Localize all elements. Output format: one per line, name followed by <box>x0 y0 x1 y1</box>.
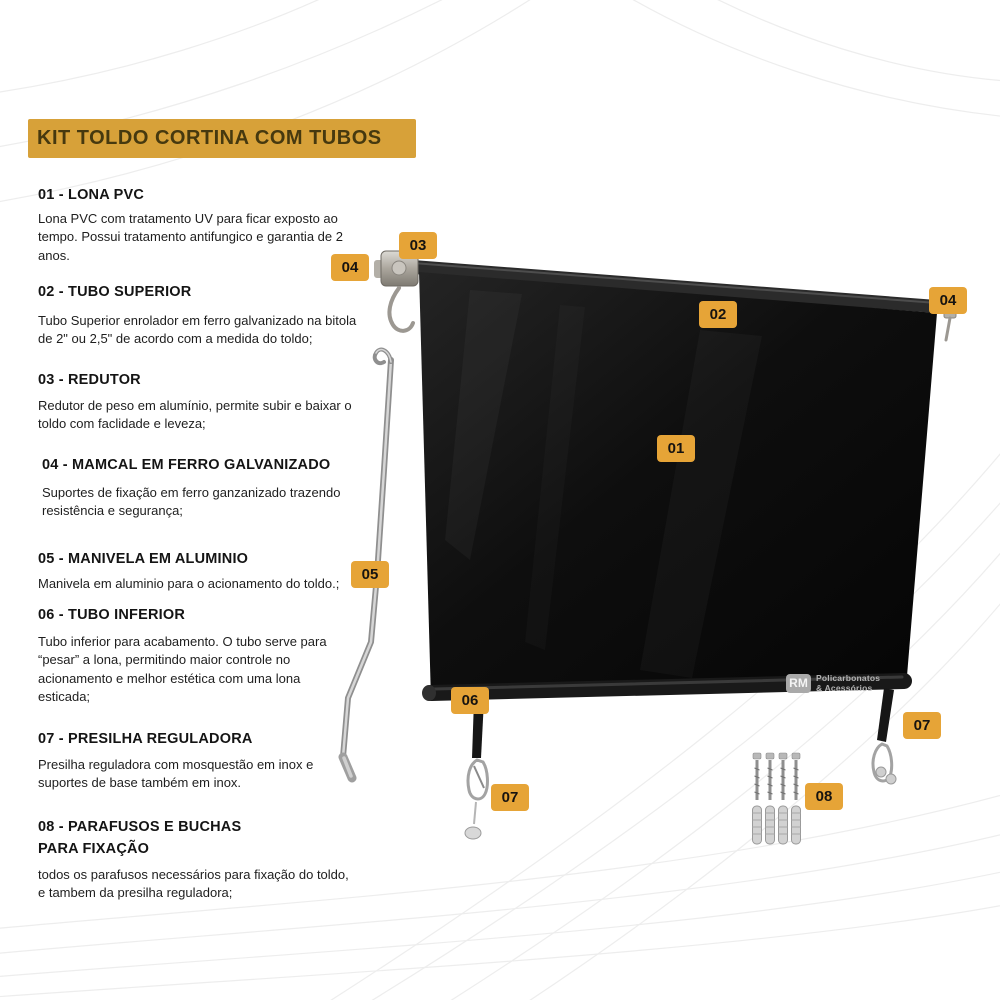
brand-watermark: RM Policarbonatos & Acessórios <box>786 673 880 693</box>
part-heading-01: 01 - LONA PVC <box>38 187 144 203</box>
part-body-02: Tubo Superior enrolador em ferro galvani… <box>38 313 357 347</box>
part-description-04: 04 - MAMCAL EM FERRO GALVANIZADO Suporte… <box>38 457 368 521</box>
part-heading-02: 02 - TUBO SUPERIOR <box>38 284 192 300</box>
part-body-03: Redutor de peso em alumínio, permite sub… <box>38 398 352 432</box>
part-description-02: 02 - TUBO SUPERIOR Tubo Superior enrolad… <box>38 284 368 349</box>
diagram-badge-08: 08 <box>805 783 843 810</box>
part-heading-07: 07 - PRESILHA REGULADORA <box>38 731 253 747</box>
part-description-05: 05 - MANIVELA EM ALUMINIO Manivela em al… <box>38 551 368 593</box>
tarp-icon <box>419 272 937 700</box>
diagram-badge-03: 03 <box>399 232 437 259</box>
screws-anchors-icon <box>752 752 801 845</box>
part-heading-05: 05 - MANIVELA EM ALUMINIO <box>38 551 249 567</box>
diagram-badge-05: 05 <box>351 561 389 588</box>
brand-text: Policarbonatos & Acessórios <box>816 673 880 693</box>
part-body-08: todos os parafusos necessários para fixa… <box>38 866 349 900</box>
part-heading-04: 04 - MAMCAL EM FERRO GALVANIZADO <box>42 457 331 473</box>
page-title-text: KIT TOLDO CORTINA COM TUBOS <box>37 127 382 149</box>
part-body-01: Lona PVC com tratamento UV para ficar ex… <box>38 211 343 263</box>
diagram-badge-04-right: 04 <box>929 287 967 314</box>
left-bracket-icon <box>387 286 415 333</box>
diagram-badge-06: 06 <box>451 687 489 714</box>
diagram-badge-01: 01 <box>657 435 695 462</box>
part-description-08: 08 - PARAFUSOS E BUCHAS PARA FIXAÇÃO tod… <box>38 817 368 902</box>
part-body-05: Manivela em aluminio para o acionamento … <box>38 576 340 591</box>
part-heading-06: 06 - TUBO INFERIOR <box>38 607 185 623</box>
brand-line2: & Acessórios <box>816 683 873 694</box>
part-body-06: Tubo inferior para acabamento. O tubo se… <box>38 634 327 705</box>
diagram-badge-04-left: 04 <box>331 254 369 281</box>
diagram-badge-07-right: 07 <box>903 712 941 739</box>
right-strap-clip-icon <box>871 688 897 785</box>
brand-line1: Policarbonatos <box>816 673 881 683</box>
part-description-01: 01 - LONA PVC Lona PVC com tratamento UV… <box>38 187 368 265</box>
part-body-07: Presilha reguladora com mosquestão em in… <box>38 757 314 791</box>
part-body-04: Suportes de fixação em ferro ganzanizado… <box>42 485 341 519</box>
part-heading-08: 08 - PARAFUSOS E BUCHAS PARA FIXAÇÃO <box>38 819 242 857</box>
part-description-03: 03 - REDUTOR Redutor de peso em alumínio… <box>38 372 368 434</box>
page-title: KIT TOLDO CORTINA COM TUBOS <box>28 119 416 158</box>
left-strap-clip-icon <box>464 700 489 840</box>
rm-logo-icon: RM <box>786 673 811 693</box>
part-description-06: 06 - TUBO INFERIOR Tubo inferior para ac… <box>38 607 368 707</box>
part-heading-03: 03 - REDUTOR <box>38 372 141 388</box>
diagram-badge-02: 02 <box>699 301 737 328</box>
top-tube-icon <box>399 259 951 314</box>
diagram-badge-07-left: 07 <box>491 784 529 811</box>
part-description-07: 07 - PRESILHA REGULADORA Presilha regula… <box>38 731 368 793</box>
